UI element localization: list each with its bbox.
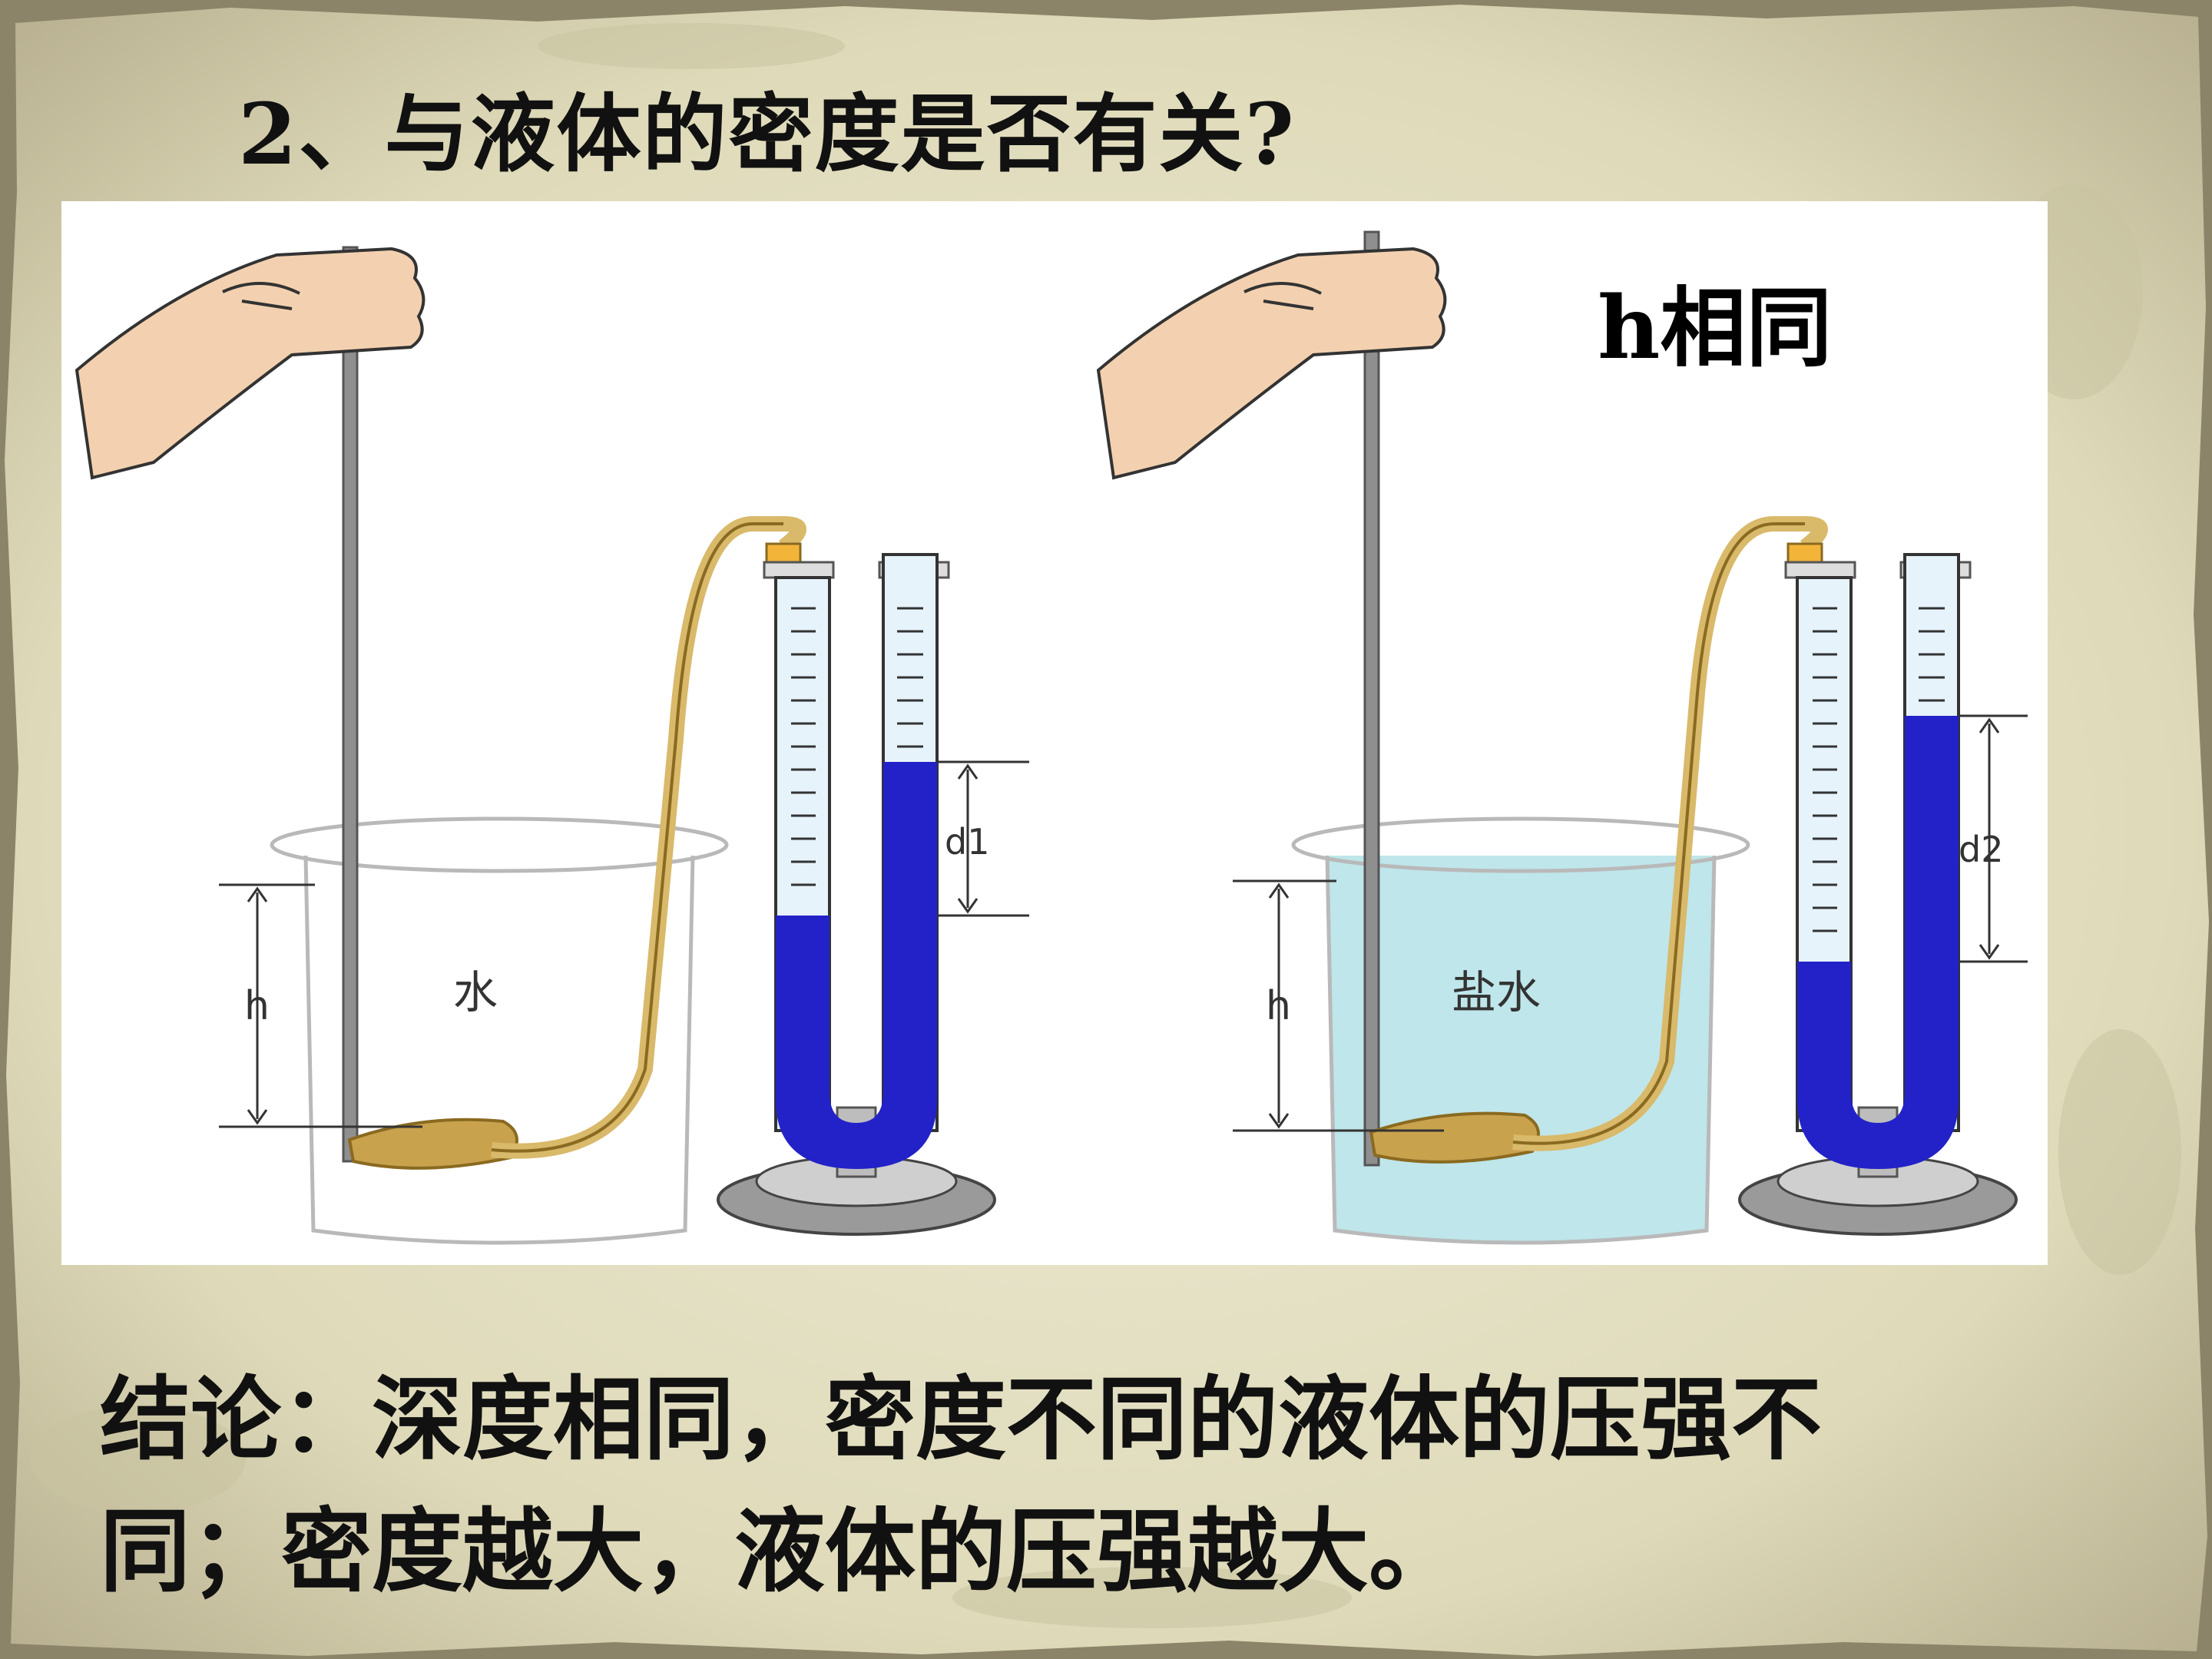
- probe-rod: [342, 246, 359, 1163]
- beaker-water: [270, 816, 729, 1245]
- depth-marker-h-left: [219, 883, 422, 1128]
- hand-icon-right: [1096, 247, 1447, 480]
- depth-label-right: h: [1266, 983, 1291, 1029]
- height-difference-marker-d1: [937, 760, 1029, 917]
- hand-icon: [75, 247, 426, 480]
- depth-label-left: h: [244, 983, 270, 1029]
- probe-rod-right: [1363, 230, 1380, 1167]
- height-difference-marker-d2: [1959, 714, 2028, 963]
- depth-marker-h-right: [1233, 879, 1444, 1132]
- manometer-right: [1738, 553, 2018, 1236]
- liquid-label-water: 水: [453, 966, 498, 1018]
- difference-label-d1: d1: [945, 821, 989, 863]
- pressure-probe: [347, 1118, 518, 1170]
- slide-title: 2、与液体的密度是否有关?: [238, 84, 1296, 184]
- difference-label-d2: d2: [1959, 829, 2003, 870]
- pressure-probe-right: [1369, 1111, 1540, 1164]
- manometer-left: [717, 553, 996, 1236]
- experiment-figure: h d1 水: [61, 201, 2048, 1265]
- conclusion-line-1: 结论：深度相同，密度不同的液体的压强不: [100, 1366, 1823, 1472]
- left-apparatus: h d1 水: [75, 246, 1029, 1245]
- same-depth-note: h相同: [1598, 278, 1833, 379]
- conclusion-text: 结论：深度相同，密度不同的液体的压强不 同；密度越大，液体的压强越大。: [100, 1353, 2135, 1618]
- conclusion-line-2: 同；密度越大，液体的压强越大。: [100, 1498, 1460, 1604]
- liquid-label-salt-water: 盐水: [1452, 966, 1541, 1018]
- right-apparatus: h d2 盐水: [1096, 230, 2028, 1245]
